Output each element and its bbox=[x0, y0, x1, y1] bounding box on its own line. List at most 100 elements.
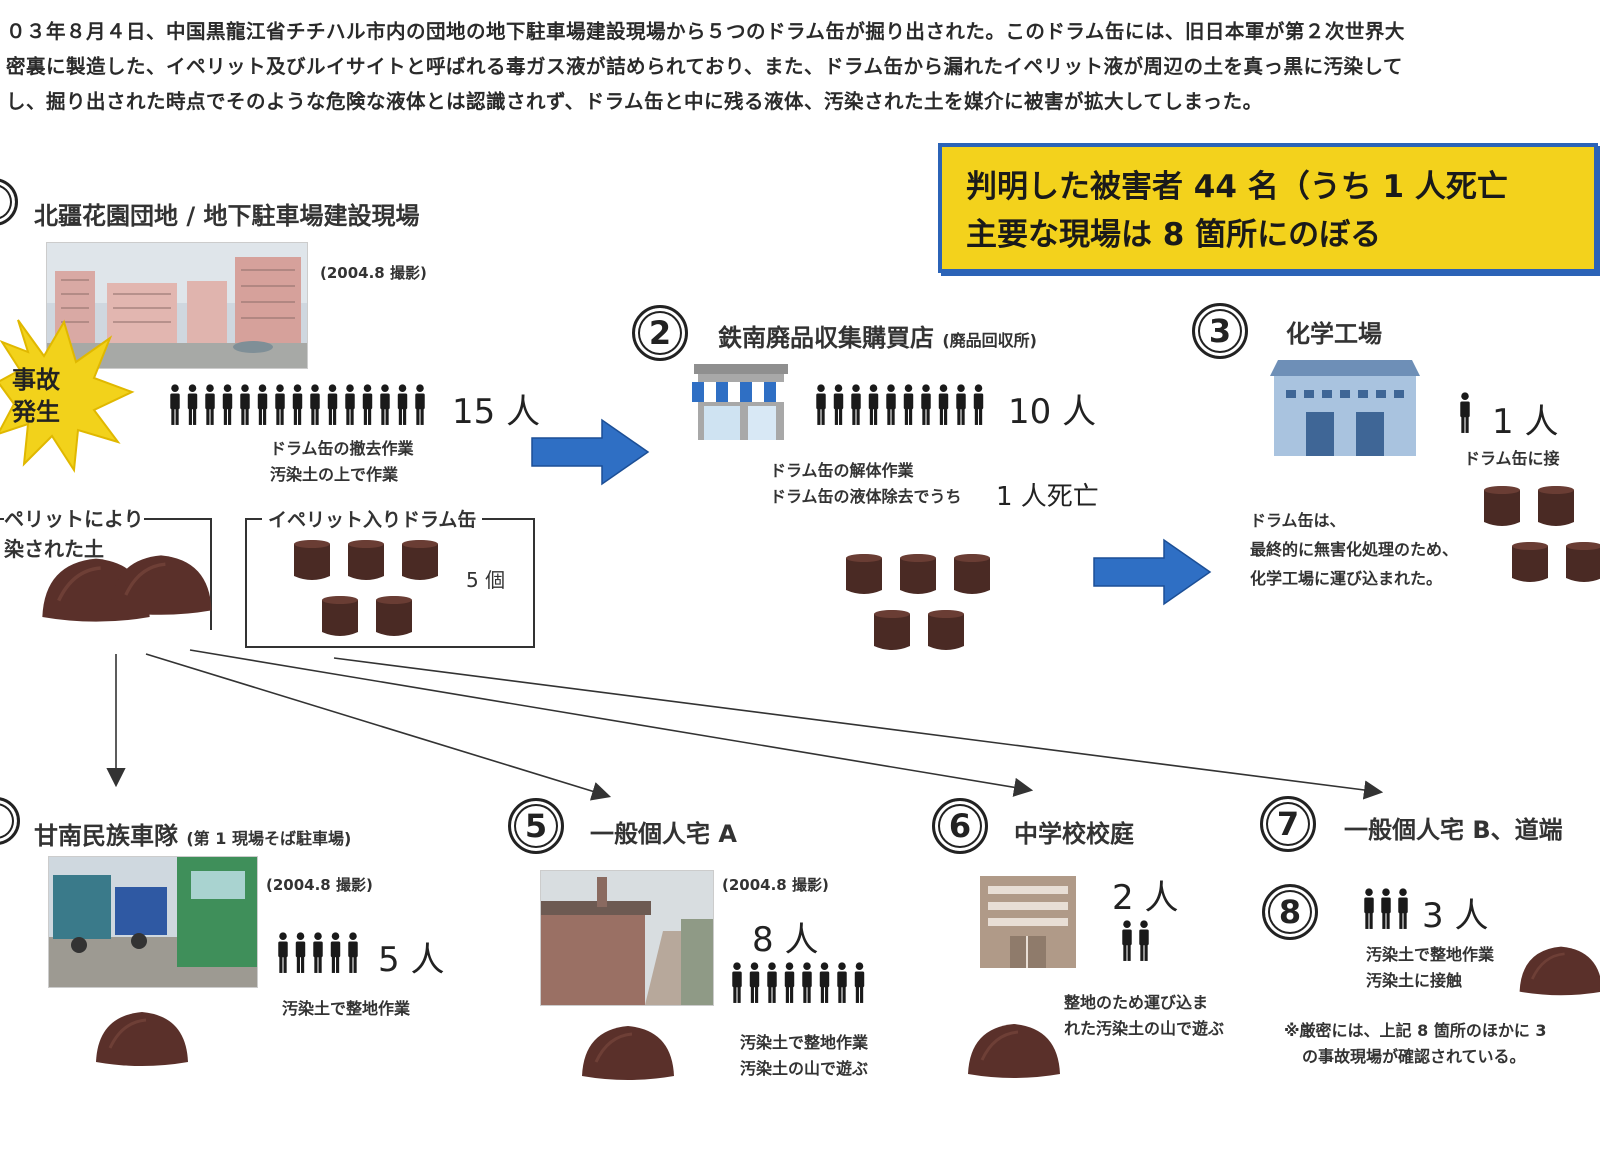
site3-caption-3: 化学工場に運び込まれた。 bbox=[1250, 569, 1443, 588]
soil-mound-icon bbox=[1518, 945, 1600, 997]
site8-count: 3 人 bbox=[1422, 896, 1489, 936]
person-icon bbox=[1122, 920, 1132, 961]
person-icon bbox=[784, 962, 795, 1003]
site5-people-icons bbox=[732, 962, 865, 1003]
drum-box-label: イペリット入りドラム缶 bbox=[262, 505, 483, 532]
person-icon bbox=[330, 932, 341, 973]
burst-line-2: 発生 bbox=[12, 398, 60, 426]
person-icon bbox=[313, 932, 323, 973]
site5-photo-note: (2004.8 撮影) bbox=[722, 876, 829, 894]
site6-caption-1: 整地のため運び込ま bbox=[1064, 993, 1209, 1012]
site6-people-icons bbox=[1122, 920, 1149, 961]
arrow-to-site6 bbox=[189, 649, 1034, 797]
person-icon bbox=[767, 962, 777, 1003]
soil-mound-icon bbox=[94, 1010, 190, 1068]
site5-number: 5 bbox=[508, 798, 564, 854]
arrow-right-icon bbox=[1093, 538, 1212, 606]
site2-caption-1: ドラム缶の解体作業 bbox=[770, 461, 914, 480]
site2-death: 1 人死亡 bbox=[996, 482, 1099, 512]
soil-label: ペリットにより 染された土 bbox=[4, 504, 144, 564]
factory-icon bbox=[1270, 360, 1420, 456]
person-icon bbox=[295, 932, 306, 973]
summary-line-2: 主要な現場は 8 箇所にのぼる bbox=[966, 217, 1382, 253]
site1-title: 北疆花園団地 / 地下駐車場建設現場 bbox=[34, 202, 420, 230]
site8-note: ※厳密には、上記 8 箇所のほかに 3 の事故現場が確認されている。 bbox=[1284, 1018, 1547, 1070]
school-building-icon bbox=[980, 876, 1076, 968]
soil-label-2: 染された土 bbox=[4, 537, 104, 561]
site1-caption-1: ドラム缶の撤去作業 bbox=[270, 439, 414, 458]
soil-mound-icon bbox=[580, 1024, 676, 1082]
intro-line-1: ０３年８月４日、中国黒龍江省チチハル市内の団地の地下駐車場建設現場から５つのドラ… bbox=[6, 20, 1405, 43]
person-icon bbox=[1381, 888, 1391, 929]
site8-number: 8 bbox=[1262, 884, 1318, 940]
site6-caption-2: れた汚染土の山で遊ぶ bbox=[1064, 1019, 1225, 1038]
site4-title: 甘南民族車隊 (第 1 現場そば駐車場) bbox=[34, 816, 351, 851]
site3-title: 化学工場 bbox=[1286, 320, 1382, 348]
burst-icon bbox=[0, 319, 135, 473]
person-icon bbox=[1398, 888, 1408, 929]
person-icon bbox=[1364, 888, 1374, 929]
site1-number-circle bbox=[0, 178, 18, 226]
shop-icon bbox=[692, 364, 790, 440]
truck-photo bbox=[49, 857, 257, 987]
site8-note-1: ※厳密には、上記 8 箇所のほかに 3 bbox=[1284, 1021, 1547, 1040]
site8-captions: 汚染土で整地作業 汚染土に接触 bbox=[1366, 942, 1494, 994]
site3-caption-right: ドラム缶に接 bbox=[1464, 449, 1560, 468]
arrow-to-site5 bbox=[145, 653, 612, 801]
site8-caption-1: 汚染土で整地作業 bbox=[1366, 945, 1495, 964]
site2-number: 2 bbox=[632, 305, 688, 361]
site5-count: 8 人 bbox=[752, 920, 819, 960]
site6-captions: 整地のため運び込ま れた汚染土の山で遊ぶ bbox=[1064, 990, 1224, 1042]
site4-photo-note: (2004.8 撮影) bbox=[266, 876, 373, 894]
site8-note-2: の事故現場が確認されている。 bbox=[1302, 1047, 1526, 1066]
site2-caption-2: ドラム缶の液体除去でうち bbox=[770, 487, 962, 506]
person-icon bbox=[802, 962, 812, 1003]
accident-burst: 事故 発生 bbox=[0, 312, 135, 473]
person-icon bbox=[348, 932, 358, 973]
intro-line-2: 密裏に製造した、イペリット及びルイサイトと呼ばれる毒ガス液が詰められており、また… bbox=[6, 55, 1403, 78]
site3-count: 1 人 bbox=[1492, 402, 1559, 442]
person-icon bbox=[854, 962, 865, 1003]
arrow-right-icon bbox=[531, 418, 650, 486]
site7-number: 7 bbox=[1260, 796, 1316, 852]
person-icon bbox=[749, 962, 760, 1003]
site5-caption-1: 汚染土で整地作業 bbox=[740, 1033, 869, 1052]
site2-title-text: 鉄南廃品収集購買店 bbox=[718, 324, 934, 352]
drum-count: 5 個 bbox=[466, 568, 506, 592]
intro-text: ０３年８月４日、中国黒龍江省チチハル市内の団地の地下駐車場建設現場から５つのドラ… bbox=[6, 14, 1566, 119]
person-icon bbox=[819, 962, 830, 1003]
site4-title-text: 甘南民族車隊 bbox=[34, 822, 178, 850]
person-icon bbox=[278, 932, 288, 973]
site2-count: 10 人 bbox=[1008, 392, 1097, 432]
burst-text: 事故 発生 bbox=[12, 364, 60, 428]
house-photo bbox=[541, 871, 713, 1005]
summary-box: 判明した被害者 44 名（うち 1 人死亡 主要な現場は 8 箇所にのぼる bbox=[938, 143, 1598, 273]
site5-photo bbox=[540, 870, 714, 1006]
soil-label-1: ペリットにより bbox=[4, 507, 144, 531]
site6-number: 6 bbox=[932, 798, 988, 854]
site2-subtitle: (廃品回収所) bbox=[942, 331, 1037, 350]
intro-line-3: し、掘り出された時点でそのような危険な液体とは認識されず、ドラム缶と中に残る液体… bbox=[6, 90, 1263, 113]
site6-title: 中学校校庭 bbox=[1014, 820, 1134, 848]
site1-captions: ドラム缶の撤去作業 汚染土の上で作業 bbox=[270, 436, 414, 488]
person-icon bbox=[837, 962, 847, 1003]
site5-caption-2: 汚染土の山で遊ぶ bbox=[740, 1059, 869, 1078]
site3-number: 3 bbox=[1192, 303, 1248, 359]
site6-count: 2 人 bbox=[1112, 878, 1179, 918]
site7-title: 一般個人宅 B、道端 bbox=[1344, 816, 1563, 844]
site1-photo-note: (2004.8 撮影) bbox=[320, 264, 427, 282]
burst-line-1: 事故 bbox=[12, 366, 60, 394]
site3-captions: ドラム缶は、 最終的に無害化処理のため、 化学工場に運び込まれた。 bbox=[1250, 506, 1458, 593]
arrow-to-site7 bbox=[333, 657, 1384, 800]
soil-mound-icon bbox=[966, 1022, 1062, 1080]
site8-caption-2: 汚染土に接触 bbox=[1366, 971, 1463, 990]
site4-count: 5 人 bbox=[378, 940, 445, 980]
site1-count: 15 人 bbox=[452, 392, 541, 432]
site4-caption: 汚染土で整地作業 bbox=[282, 999, 411, 1018]
site5-title: 一般個人宅 A bbox=[590, 820, 737, 848]
summary-line-1: 判明した被害者 44 名（うち 1 人死亡 bbox=[966, 169, 1508, 205]
site3-caption-1: ドラム缶は、 bbox=[1250, 511, 1346, 530]
site2-title: 鉄南廃品収集購買店 (廃品回収所) bbox=[718, 318, 1037, 353]
site8-people-icons bbox=[1364, 888, 1408, 929]
